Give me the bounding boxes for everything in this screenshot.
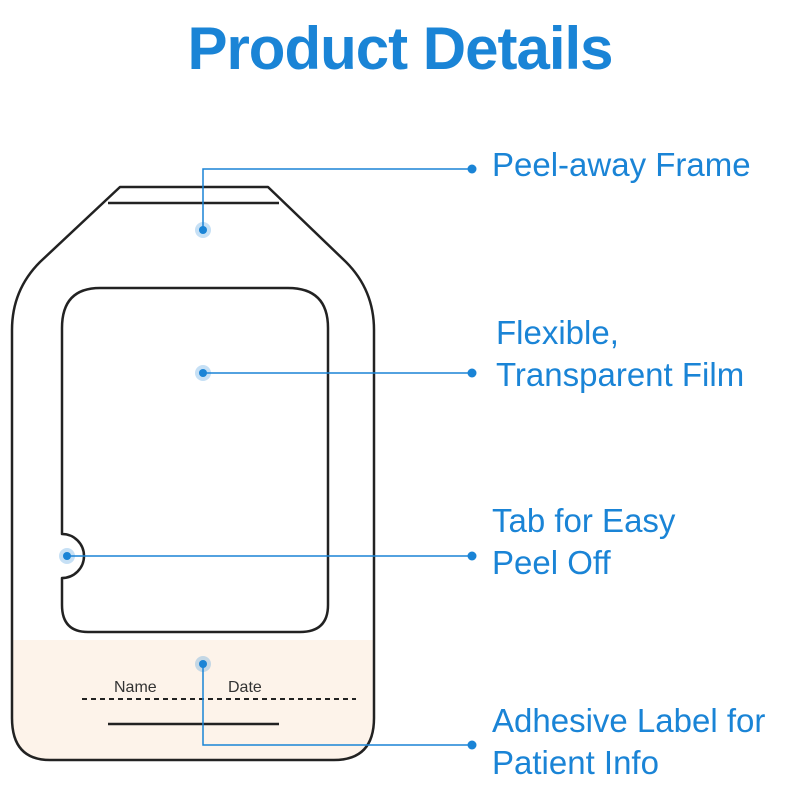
callout-text-line: Peel-away Frame — [492, 146, 751, 183]
callout-text-line: Patient Info — [492, 744, 659, 781]
callout-label-tab: Tab for Easy Peel Off — [492, 500, 675, 584]
callout-label — [195, 656, 477, 750]
callout-text-line: Adhesive Label for — [492, 702, 766, 739]
date-text: Date — [228, 679, 262, 696]
callout-film — [195, 365, 477, 381]
callout-text-line: Transparent Film — [496, 356, 745, 393]
callout-tab — [59, 548, 477, 564]
callout-text-line: Peel Off — [492, 544, 611, 581]
page-title: Product Details — [187, 15, 613, 82]
callout-frame — [195, 164, 477, 238]
callout-text-line: Flexible, — [496, 314, 619, 351]
callout-label-frame: Peel-away Frame — [492, 144, 751, 186]
film-window — [60, 286, 330, 634]
name-text: Name — [114, 679, 157, 696]
callout-label-film: Flexible, Transparent Film — [496, 312, 744, 396]
callout-label-patient-info: Adhesive Label for Patient Info — [492, 700, 765, 784]
dressing-outline — [10, 185, 376, 762]
callout-text-line: Tab for Easy — [492, 502, 676, 539]
